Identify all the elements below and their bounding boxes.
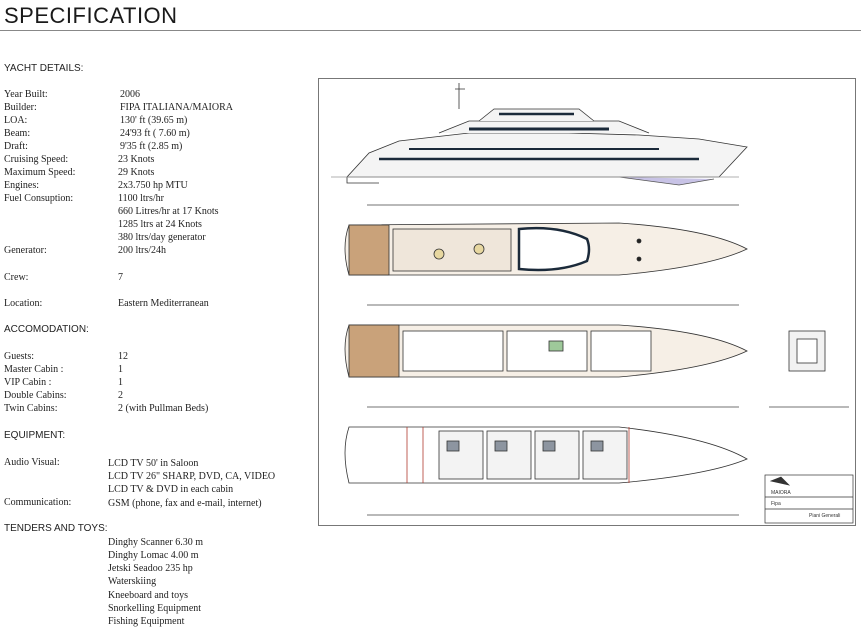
spec-value: 1285 ltrs at 24 Knots <box>118 219 202 230</box>
tender-item: Jetski Seadoo 235 hp <box>108 563 193 574</box>
spec-label: Draft: <box>4 141 28 152</box>
spec-label: Location: <box>4 298 43 309</box>
spec-value: 380 ltrs/day generator <box>118 232 206 243</box>
spec-value: 29 Knots <box>118 167 155 178</box>
spec-label: Maximum Speed: <box>4 167 76 178</box>
spec-value: LCD TV & DVD in each cabin <box>108 484 234 495</box>
spec-value: 7 <box>118 272 123 283</box>
spec-value: 1 <box>118 377 123 388</box>
equipment-heading: EQUIPMENT: <box>4 430 66 441</box>
spec-value: 2 (with Pullman Beds) <box>118 403 209 414</box>
tender-item: Kneeboard and toys <box>108 590 188 601</box>
spec-value: 1100 ltrs/hr <box>118 193 165 204</box>
profile-view <box>331 83 748 186</box>
spec-label: Audio Visual: <box>4 457 60 468</box>
spec-label: Builder: <box>4 102 37 113</box>
spec-label: Engines: <box>4 180 39 191</box>
spec-value: 1 <box>118 364 123 375</box>
spec-label: Double Cabins: <box>4 390 67 401</box>
accomodation-heading: ACCOMODATION: <box>4 324 89 335</box>
sundeck-plan <box>344 222 748 276</box>
spec-value: 9'35 ft (2.85 m) <box>120 141 183 152</box>
yacht-details-heading: YACHT DETAILS: <box>4 63 84 74</box>
spec-label: Year Built: <box>4 89 48 100</box>
spec-label: Fuel Consuption: <box>4 193 74 204</box>
spec-value: Eastern Mediterranean <box>118 298 209 309</box>
spec-value: 23 Knots <box>118 154 155 165</box>
lower-deck-plan <box>344 426 748 484</box>
spec-value: GSM (phone, fax and e-mail, internet) <box>108 498 262 509</box>
main-deck-plan <box>344 324 748 378</box>
spec-value: 2 <box>118 390 123 401</box>
spec-value: FIPA ITALIANA/MAIORA <box>120 102 234 113</box>
title-block-title: Piani Generali <box>809 513 840 519</box>
spec-label: Generator: <box>4 245 47 256</box>
tender-item: Dinghy Lomac 4.00 m <box>108 550 199 561</box>
spec-value: 200 ltrs/24h <box>118 245 167 256</box>
tender-item: Waterskiing <box>108 576 157 587</box>
spec-label: VIP Cabin : <box>4 377 52 388</box>
spec-value: 12 <box>118 351 128 362</box>
tender-item: Dinghy Scanner 6.30 m <box>108 537 203 548</box>
spec-value: 130' ft (39.65 m) <box>120 115 188 126</box>
page-title: SPECIFICATION <box>4 3 178 28</box>
spec-label: Twin Cabins: <box>4 403 58 414</box>
spec-value: 660 Litres/hr at 17 Knots <box>118 206 219 217</box>
spec-value: 2x3.750 hp MTU <box>118 180 188 191</box>
spec-label: Communication: <box>4 497 72 508</box>
general-arrangement-plan: Fipa MAIORA Piani Generali <box>318 78 856 526</box>
spec-value: LCD TV 50' in Saloon <box>108 458 199 469</box>
title-block <box>764 474 854 524</box>
tenders-heading: TENDERS AND TOYS: <box>4 523 108 534</box>
spec-label: Guests: <box>4 351 34 362</box>
spec-label: Crew: <box>4 272 29 283</box>
spec-label: Cruising Speed: <box>4 154 69 165</box>
detail-view <box>788 330 826 372</box>
title-block-builder: Fipa <box>771 501 781 507</box>
spec-label: LOA: <box>4 115 28 126</box>
tender-item: Snorkelling Equipment <box>108 603 202 614</box>
tender-item: Fishing Equipment <box>108 616 185 627</box>
spec-label: Beam: <box>4 128 31 139</box>
spec-value: LCD TV 26" SHARP, DVD, CA, VIDEO <box>108 471 276 482</box>
spec-label: Master Cabin : <box>4 364 64 375</box>
spec-value: 2006 <box>120 89 140 100</box>
title-block-model: MAIORA <box>771 490 791 496</box>
yacht-drawing: Fipa MAIORA Piani Generali <box>331 83 854 524</box>
spec-value: 24'93 ft ( 7.60 m) <box>120 128 190 139</box>
title-divider <box>0 30 861 31</box>
